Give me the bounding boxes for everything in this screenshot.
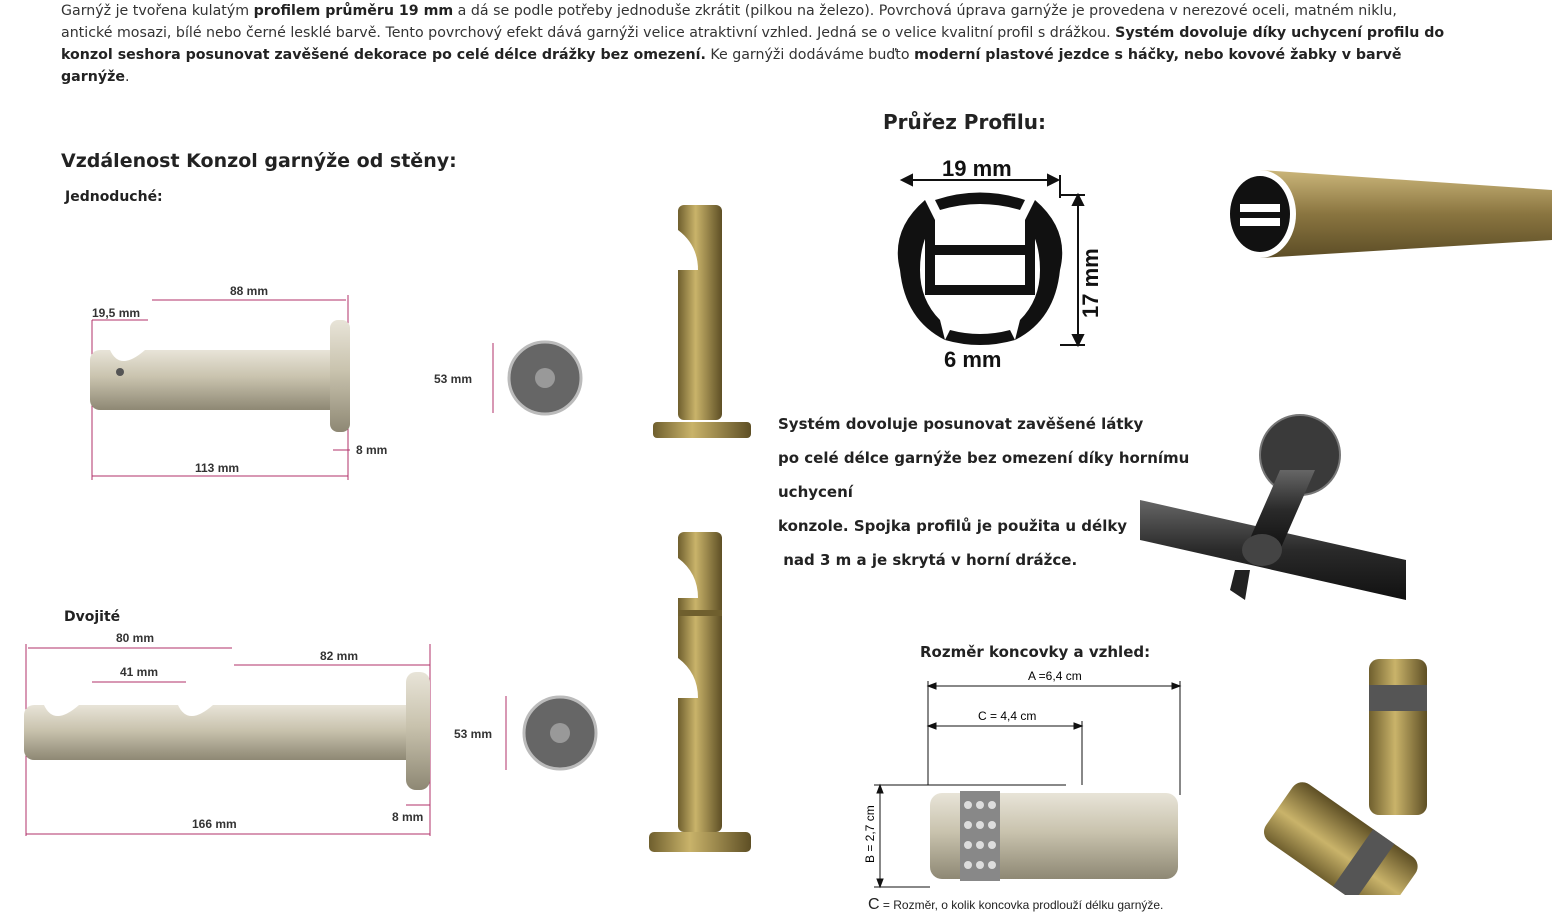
single-wallplate-diagram: 53 mm <box>434 340 583 416</box>
double-dim-2: 41 mm <box>120 665 158 679</box>
double-brass-bracket <box>649 532 751 852</box>
intro-segment-6: . <box>124 69 130 85</box>
dark-rod-bracket-image <box>1140 414 1406 600</box>
endcap-dim-b: B = 2,7 cm <box>863 805 877 863</box>
intro-segment-4: Ke garnýži dodáváme buďto <box>705 47 915 63</box>
profile-slot: 6 mm <box>944 347 1001 372</box>
profile-heading: Průřez Profilu: <box>883 110 1046 134</box>
endcap-caption-text: = Rozměr, o kolik koncovka prodlouží dél… <box>879 898 1164 912</box>
endcap-diagram: A =6,4 cm C = 4,4 cm B = 2,7 cm <box>863 669 1182 889</box>
system-line-4: nad 3 m a je skrytá v horní drážce. <box>778 551 1078 569</box>
system-line-2: po celé délce garnýže bez omezení díky h… <box>778 449 1190 501</box>
profile-height: 17 mm <box>1078 248 1103 318</box>
profile-width: 19 mm <box>942 156 1012 181</box>
single-label: Jednoduché: <box>65 189 163 205</box>
intro-segment-5: moderní plastové jezdce s háčky, nebo ko… <box>61 47 1402 85</box>
system-line-1: Systém dovoluje posunovat zavěšené látky <box>778 415 1144 433</box>
single-dim-2: 88 mm <box>230 284 268 298</box>
double-dim-3: 82 mm <box>320 649 358 663</box>
brackets-heading: Vzdálenost Konzol garnýže od stěny: <box>61 150 457 172</box>
endcap-dim-a: A =6,4 cm <box>1028 669 1082 683</box>
system-description: Systém dovoluje posunovat zavěšené látky… <box>778 407 1238 577</box>
double-dim-4: 8 mm <box>392 810 423 824</box>
single-dim-1: 19,5 mm <box>92 306 140 320</box>
single-dim-3: 8 mm <box>356 443 387 457</box>
double-label: Dvojité <box>64 609 121 625</box>
intro-segment-3: Systém dovoluje díky uchycení profilu do… <box>61 25 1445 63</box>
intro-segment-0: Garnýž je tvořena kulatým <box>61 3 254 19</box>
double-wallplate-diagram: 53 mm <box>454 695 598 771</box>
double-dim-5: 166 mm <box>192 817 237 831</box>
brass-endcaps-image <box>1264 659 1427 895</box>
endcap-heading: Rozměr koncovky a vzhled: <box>920 643 1151 661</box>
brass-rod-image <box>1224 170 1552 258</box>
double-bracket-diagram: 80 mm 41 mm 82 mm 8 mm 166 mm <box>24 631 431 836</box>
endcap-caption-letter: C <box>868 896 880 913</box>
endcap-caption: C = Rozměr, o kolik koncovka prodlouží d… <box>868 896 1163 914</box>
double-plate-dim: 53 mm <box>454 727 492 741</box>
intro-paragraph: Garnýž je tvořena kulatým profilem průmě… <box>61 0 1451 88</box>
system-line-3: konzole. Spojka profilů je použita u dél… <box>778 517 1128 535</box>
profile-cross-section: 19 mm 6 mm 17 mm <box>897 156 1103 372</box>
single-brass-bracket <box>653 205 751 438</box>
double-dim-1: 80 mm <box>116 631 154 645</box>
single-plate-dim: 53 mm <box>434 372 472 386</box>
intro-segment-1: profilem průměru 19 mm <box>253 3 454 19</box>
intro-segment-2: a dá se podle potřeby jednoduše zkrátit … <box>61 3 1397 41</box>
single-dim-4: 113 mm <box>195 461 239 475</box>
endcap-dim-c: C = 4,4 cm <box>978 709 1036 723</box>
single-bracket-diagram: 19,5 mm 88 mm 8 mm 113 mm <box>90 284 387 480</box>
